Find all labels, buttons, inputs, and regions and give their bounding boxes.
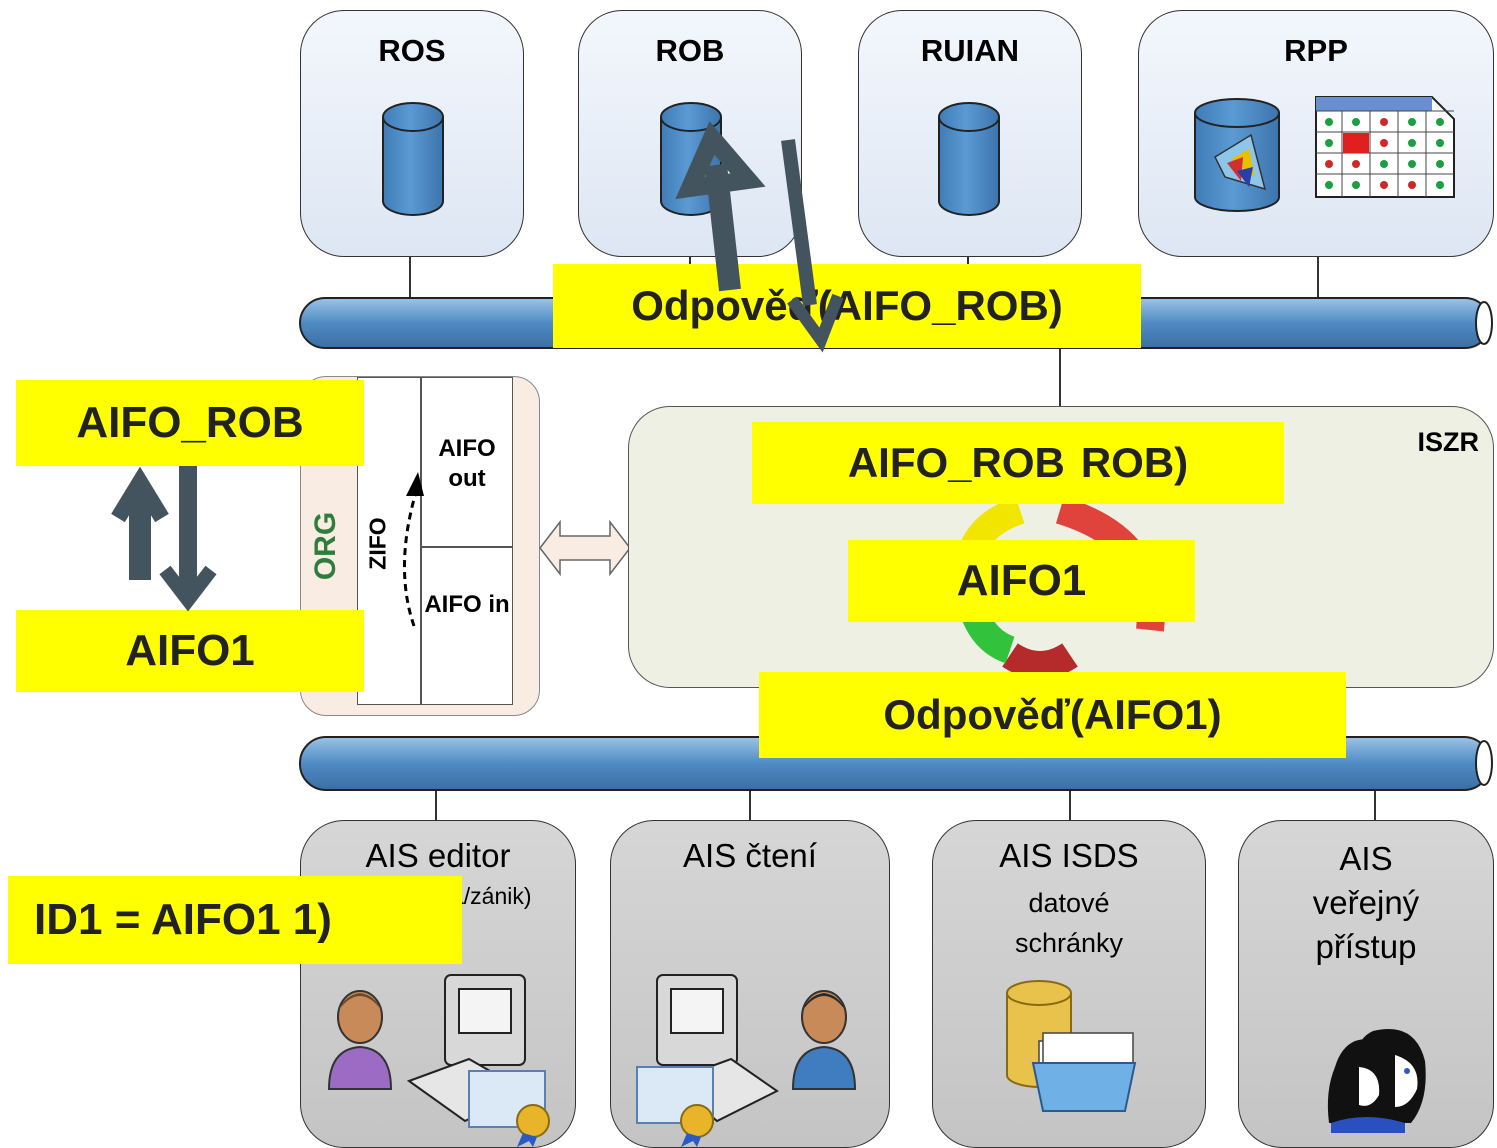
ais-title: AIS čtení	[683, 837, 817, 874]
database-icon	[382, 102, 444, 216]
ais-editor-block: AIS editor a/zánik)	[300, 820, 576, 1148]
database-icon	[938, 102, 1000, 216]
left-up-arrow	[111, 466, 169, 580]
aifo-rob-iszr-tail-text: ROB)	[1080, 439, 1189, 486]
registry-ruian: RUIAN	[858, 10, 1082, 257]
public-users-icon	[1327, 1029, 1426, 1133]
ais-subtitle: datové schránky	[1014, 888, 1124, 958]
registry-rpp: RPP	[1138, 10, 1494, 257]
org-panel: ZIFO AIFO out AIFO in	[357, 377, 513, 705]
ais-title: AIS ISDS	[999, 837, 1139, 874]
user-icon	[327, 990, 393, 1090]
registry-ros: ROS	[300, 10, 524, 257]
aifo-rob-iszr-text: AIFO_ROB	[847, 439, 1065, 486]
spreadsheet-icon	[1315, 96, 1455, 198]
id1-label: ID1 = AIFO1 1)	[8, 876, 462, 964]
registry-title: RPP	[1284, 33, 1348, 68]
registry-title: ROS	[378, 33, 446, 68]
iszr-title: ISZR	[1417, 427, 1479, 457]
ais-cteni-block: AIS čtení	[610, 820, 890, 1148]
ais-title: AIS veřejný přístup	[1312, 840, 1420, 965]
odpoved-aifo1-label: Odpověď(AIFO1)	[759, 672, 1346, 758]
zifo-flow-arrow	[403, 472, 424, 627]
aifo-in-label: AIFO in	[424, 591, 510, 618]
rob-down-arrow	[781, 139, 844, 353]
database-chart-icon	[1194, 98, 1280, 212]
aifo1-left-label: AIFO1	[16, 610, 364, 692]
registry-title: ROB	[655, 33, 725, 68]
aifo1-iszr-label: AIFO1	[848, 540, 1195, 622]
aifo-rob-left-label: AIFO_ROB	[16, 380, 364, 466]
ais-isds-block: AIS ISDS datové schránky	[932, 820, 1206, 1148]
aifo-out-label: AIFO out	[438, 435, 496, 492]
ais-title: AIS editor	[365, 837, 511, 874]
left-down-arrow	[159, 466, 217, 612]
workstation-certificate-icon	[636, 974, 779, 1147]
rob-up-arrow	[675, 121, 766, 292]
aifo-rob-iszr-label: AIFO_ROB ROB)	[752, 422, 1284, 504]
mailbox-database-icon	[1006, 980, 1137, 1112]
registry-title: RUIAN	[920, 33, 1020, 68]
user-icon	[791, 990, 857, 1090]
odpoved-aifo-rob-label: Odpověď(AIFO_ROB)	[553, 264, 1141, 348]
ais-subtitle: a/zánik)	[451, 883, 532, 909]
ais-verejny-block: AIS veřejný přístup	[1238, 820, 1494, 1148]
workstation-certificate-icon	[406, 974, 550, 1147]
